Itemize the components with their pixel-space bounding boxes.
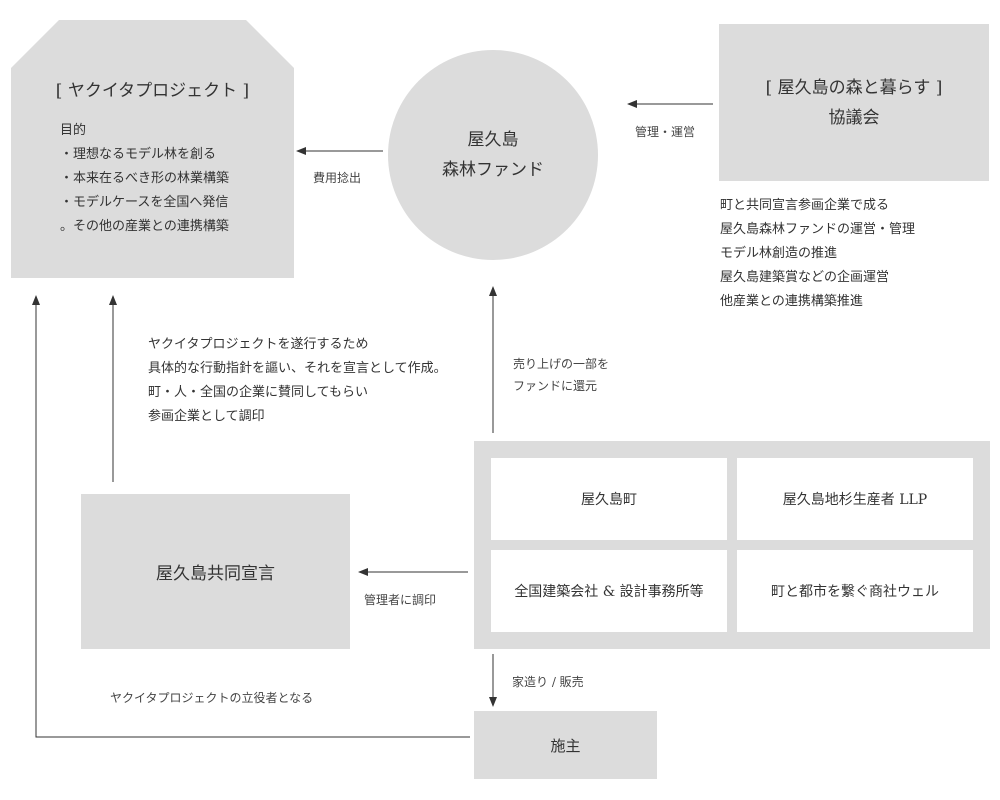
arrow-owner-to-yakuita: [32, 295, 470, 738]
label-sales-return: 売り上げの一部を ファンドに還元: [513, 353, 609, 397]
note-line: 参画企業として調印: [148, 409, 265, 424]
goal-line: ・モデルケースを全国へ発信: [60, 195, 229, 210]
declaration-title: 屋久島共同宣言: [156, 564, 275, 584]
sales-return-line: 売り上げの一部を: [513, 357, 610, 371]
goal-line: 。その他の産業との連携構築: [60, 219, 229, 234]
label-founder: ヤクイタプロジェクトの立役者となる: [110, 691, 314, 705]
council-box: [ 屋久島の森と暮らす ] 協議会: [719, 24, 989, 181]
fund-line1: 屋久島: [467, 130, 519, 150]
council-roles: 町と共同宣言参画企業で成る 屋久島森林ファンドの運営・管理 モデル林創造の推進 …: [720, 194, 915, 314]
note-line: 具体的な行動指針を謳い、それを宣言として作成。: [148, 361, 447, 376]
label-manager-seal: 管理者に調印: [364, 593, 437, 607]
participant-label: 町と都市を繋ぐ商社ウェル: [771, 584, 939, 600]
goal-line: ・本来在るべき形の林業構築: [60, 171, 230, 186]
role-line: 屋久島森林ファンドの運営・管理: [720, 222, 916, 237]
yakuita-project-goals: 目的 ・理想なるモデル林を創る ・本来在るべき形の林業構築 ・モデルケースを全国…: [60, 119, 229, 239]
yakuita-project-box: [11, 20, 294, 278]
label-house-sales: 家造り / 販売: [512, 675, 584, 689]
participant-cell: 全国建築会社 & 設計事務所等: [491, 550, 727, 632]
participant-cell: 屋久島町: [491, 458, 727, 540]
participant-label: 屋久島町: [581, 492, 637, 508]
note-line: 町・人・全国の企業に賛同してもらい: [148, 385, 368, 400]
council-subtitle: 協議会: [828, 107, 880, 128]
yakuita-project-title: [ ヤクイタプロジェクト ]: [55, 81, 250, 101]
declaration-note: ヤクイタプロジェクトを遂行するため 具体的な行動指針を謳い、それを宣言として作成…: [148, 333, 447, 429]
owner-title: 施主: [550, 736, 581, 755]
sales-return-line: ファンドに還元: [513, 379, 598, 393]
role-line: 他産業との連携構築推進: [720, 294, 863, 309]
fund-line2: 森林ファンド: [442, 160, 544, 180]
note-line: ヤクイタプロジェクトを遂行するため: [148, 337, 369, 352]
council-title: [ 屋久島の森と暮らす ]: [765, 77, 943, 98]
label-management: 管理・運営: [635, 125, 696, 139]
participant-label: 全国建築会社 & 設計事務所等: [514, 584, 704, 600]
participant-cell: 町と都市を繋ぐ商社ウェル: [737, 550, 973, 632]
label-funding: 費用捻出: [313, 171, 362, 185]
role-line: 町と共同宣言参画企業で成る: [720, 198, 890, 213]
participant-label: 屋久島地杉生産者 LLP: [782, 492, 928, 508]
forest-fund-circle: 屋久島 森林ファンド: [388, 50, 598, 260]
owner-box: 施主: [474, 711, 657, 779]
goal-line: 目的: [60, 123, 87, 138]
participant-cell: 屋久島地杉生産者 LLP: [737, 458, 973, 540]
role-line: モデル林創造の推進: [720, 246, 838, 261]
role-line: 屋久島建築賞などの企画運営: [720, 270, 890, 285]
joint-declaration-box: 屋久島共同宣言: [81, 494, 350, 649]
goal-line: ・理想なるモデル林を創る: [60, 147, 217, 162]
